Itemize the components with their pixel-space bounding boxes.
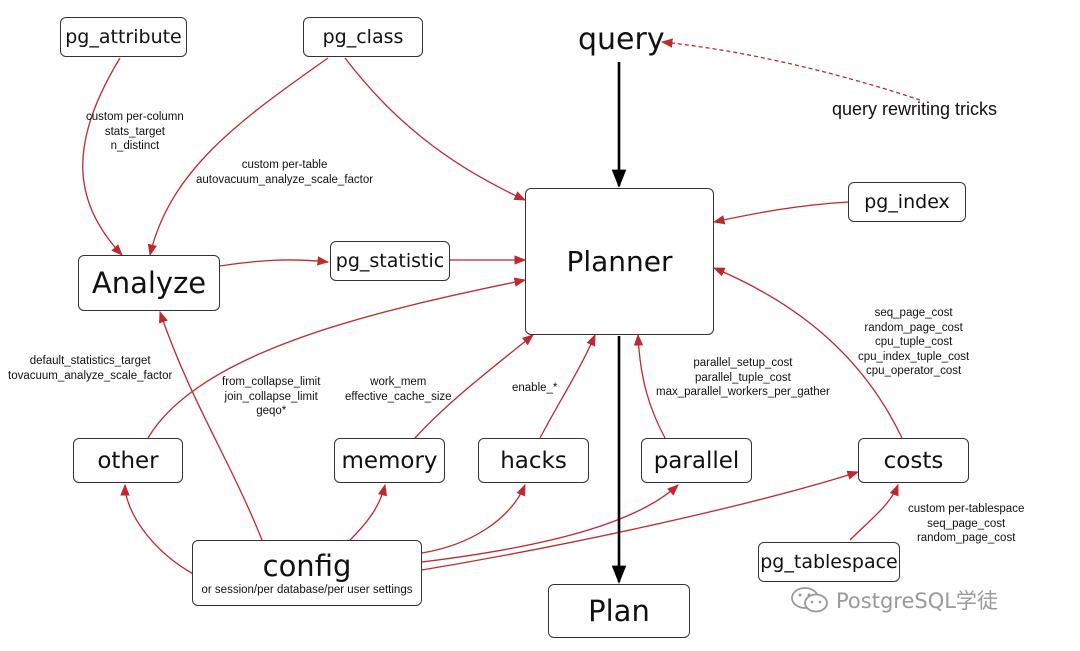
rewrite-tricks-label: query rewriting tricks — [832, 99, 998, 119]
node-pg-class: pg_class — [303, 17, 423, 57]
node-other: other — [73, 438, 183, 483]
edge-parallel-planner — [633, 333, 666, 439]
node-planner: Planner — [525, 188, 714, 335]
edge-hacks-planner — [539, 333, 596, 439]
watermark: PostgreSQL学徒 — [790, 585, 998, 615]
watermark-text: PostgreSQL学徒 — [836, 589, 998, 613]
node-pg-statistic: pg_statistic — [330, 241, 450, 281]
hacks-edge-label: enable_* — [512, 382, 558, 394]
edge-rewrite-query — [660, 38, 921, 101]
edge-class-analyze — [147, 57, 329, 257]
node-pg-index: pg_index — [848, 182, 966, 222]
edge-config-other — [120, 483, 196, 576]
node-memory: memory — [334, 438, 445, 483]
query-label: query — [578, 22, 665, 57]
wechat-icon — [791, 587, 828, 613]
config-title: config — [262, 549, 352, 583]
edge-index-planner — [712, 201, 849, 225]
edge-other-planner — [147, 277, 527, 439]
edge-memory-planner — [414, 334, 534, 439]
node-costs: costs — [858, 438, 969, 483]
node-config: config or session/per database/per user … — [192, 540, 422, 606]
node-plan: Plan — [548, 584, 690, 638]
node-hacks: hacks — [478, 438, 589, 483]
node-pg-tablespace: pg_tablespace — [758, 542, 900, 582]
edge-config-memory — [349, 483, 387, 541]
edge-costs-planner — [712, 267, 903, 439]
node-parallel: parallel — [641, 438, 752, 483]
edge-analyze-statistic — [219, 256, 330, 267]
edge-config-costs — [421, 470, 860, 571]
edge-config-analyze — [158, 310, 263, 541]
edge-config-hacks — [421, 483, 526, 554]
config-subtitle: or session/per database/per user setting… — [201, 584, 413, 596]
node-pg-attribute: pg_attribute — [60, 17, 187, 57]
edge-attribute-analyze — [82, 57, 123, 256]
node-analyze: Analyze — [78, 255, 220, 311]
edge-class-planner — [344, 57, 527, 201]
edge-tablespace-costs — [849, 483, 899, 541]
edge-config-parallel — [421, 484, 679, 563]
